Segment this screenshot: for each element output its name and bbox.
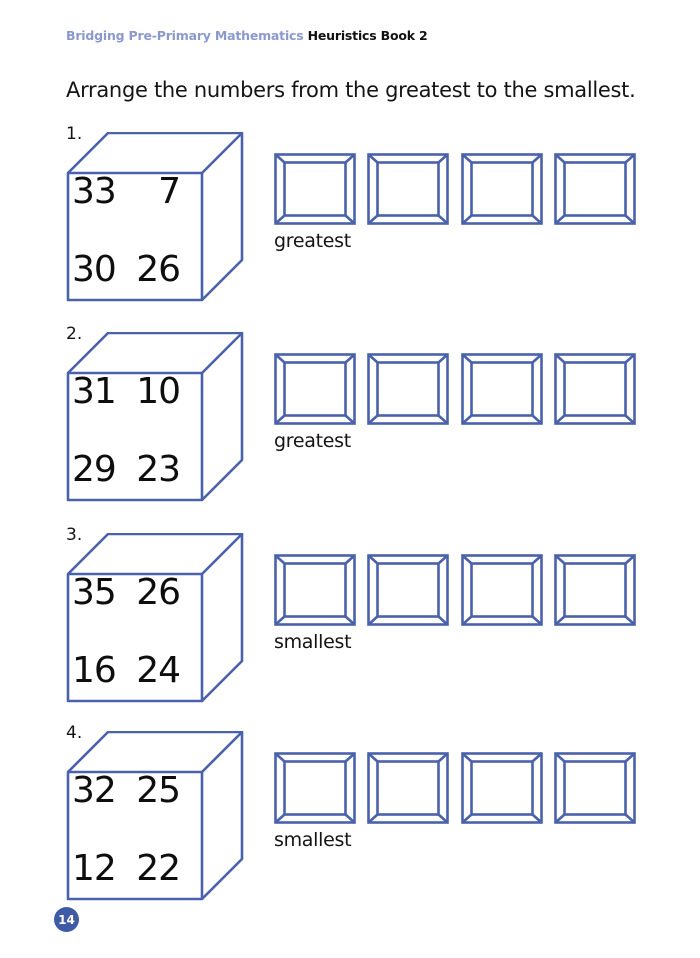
cube-number: 10 (136, 371, 181, 412)
order-label: greatest (274, 230, 351, 252)
answer-box-2[interactable] (367, 752, 449, 828)
cube-number: 7 (158, 171, 181, 212)
instruction-text: Arrange the numbers from the greatest to… (66, 78, 636, 102)
answer-box-1[interactable] (274, 353, 356, 429)
problem-3: 3. 35 26 16 24 (0, 525, 700, 725)
series-title: Bridging Pre-Primary Mathematics (66, 28, 304, 43)
answer-box-2[interactable] (367, 353, 449, 429)
cube-number: 12 (72, 848, 117, 889)
problem-2: 2. 31 10 29 23 (0, 324, 700, 524)
answer-box-4[interactable] (554, 554, 636, 630)
cube-number: 25 (136, 770, 181, 811)
answer-box-4[interactable] (554, 752, 636, 828)
answer-box-2[interactable] (367, 554, 449, 630)
book-title: Heuristics Book 2 (307, 28, 428, 43)
cube-number: 16 (72, 650, 117, 691)
cube-number: 24 (136, 650, 181, 691)
problem-1: 1. 33 7 30 26 (0, 124, 700, 324)
cube-number: 32 (72, 770, 117, 811)
problem-4: 4. 32 25 12 22 (0, 723, 700, 923)
number-cube (66, 131, 246, 308)
answer-box-3[interactable] (461, 353, 543, 429)
number-cube (66, 730, 246, 907)
answer-box-4[interactable] (554, 153, 636, 229)
cube-number: 33 (72, 171, 117, 212)
answer-box-1[interactable] (274, 153, 356, 229)
answer-box-2[interactable] (367, 153, 449, 229)
cube-number: 22 (136, 848, 181, 889)
order-label: smallest (274, 631, 352, 653)
number-cube (66, 532, 246, 709)
cube-icon (66, 131, 244, 302)
answer-box-4[interactable] (554, 353, 636, 429)
answer-box-3[interactable] (461, 153, 543, 229)
cube-number: 29 (72, 449, 117, 490)
page-number-badge: 14 (54, 907, 79, 932)
order-label: greatest (274, 430, 351, 452)
cube-icon (66, 730, 244, 901)
answer-box-1[interactable] (274, 554, 356, 630)
cube-icon (66, 331, 244, 502)
question-number: 1. (66, 124, 83, 144)
cube-number: 23 (136, 449, 181, 490)
answer-box-1[interactable] (274, 752, 356, 828)
cube-number: 35 (72, 572, 117, 613)
number-cube (66, 331, 246, 508)
cube-number: 26 (136, 572, 181, 613)
cube-number: 26 (136, 249, 181, 290)
page-header: Bridging Pre-Primary Mathematics Heurist… (66, 28, 428, 43)
question-number: 2. (66, 324, 83, 344)
cube-number: 30 (72, 249, 117, 290)
question-number: 4. (66, 723, 83, 743)
answer-box-3[interactable] (461, 554, 543, 630)
cube-number: 31 (72, 371, 117, 412)
order-label: smallest (274, 829, 352, 851)
question-number: 3. (66, 525, 83, 545)
answer-box-3[interactable] (461, 752, 543, 828)
cube-icon (66, 532, 244, 703)
